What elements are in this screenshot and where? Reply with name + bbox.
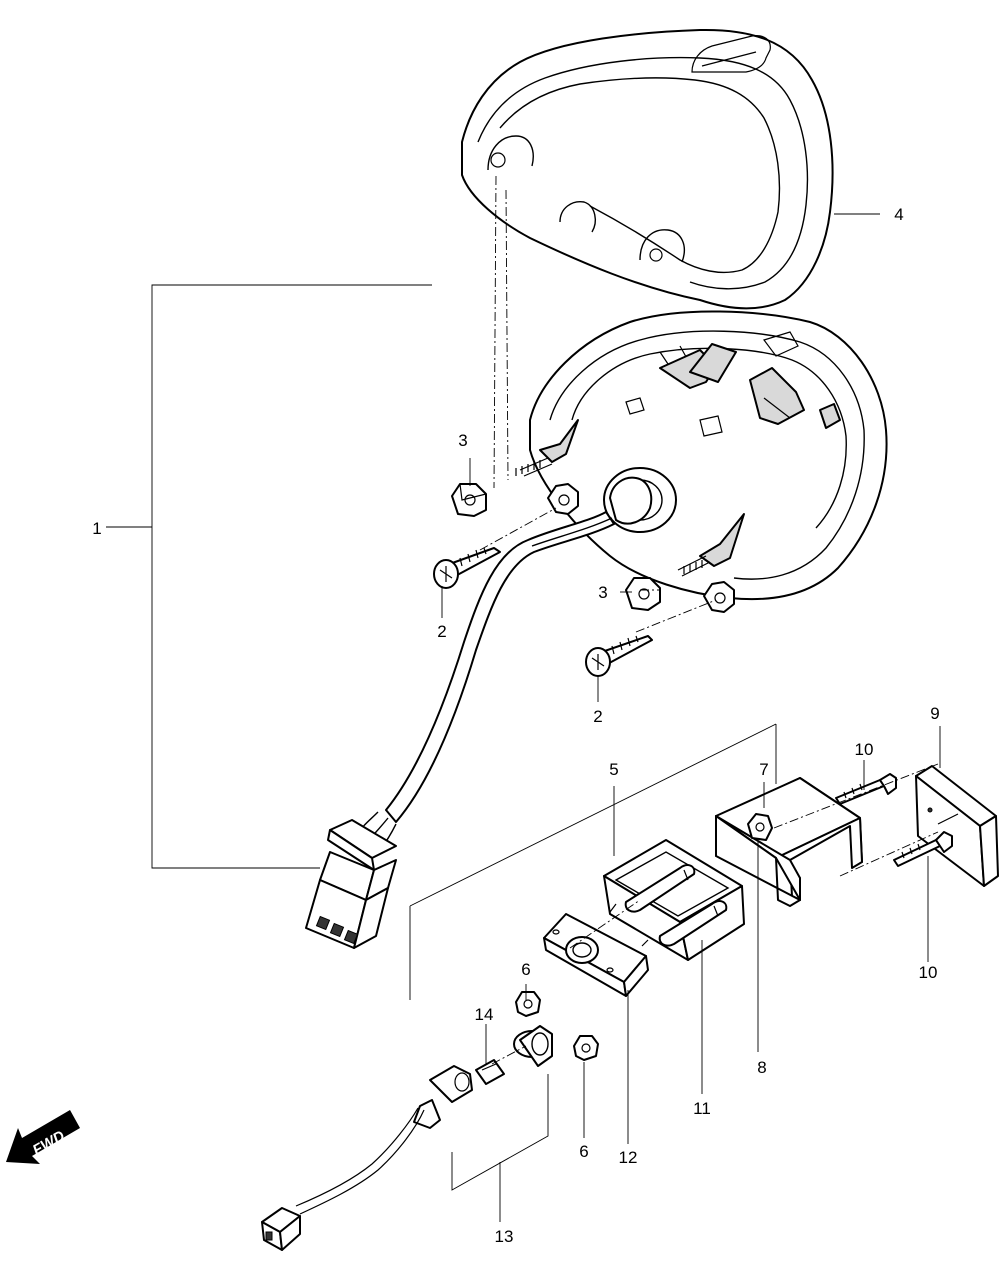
callout-8: 8 xyxy=(757,1058,766,1077)
callout-4: 4 xyxy=(894,205,903,224)
callout-labels: 1 2 2 3 3 4 5 6 6 7 8 9 10 10 11 12 13 1… xyxy=(92,205,939,1246)
callout-9: 9 xyxy=(930,704,939,723)
callout-2-upper: 2 xyxy=(437,622,446,641)
tapping-screw-lower xyxy=(585,635,653,677)
alignment-lines xyxy=(479,175,939,1065)
callout-3-upper: 3 xyxy=(458,431,467,450)
callout-14: 14 xyxy=(475,1005,494,1024)
forward-direction-arrow: FWD xyxy=(6,1110,80,1164)
callout-3-lower: 3 xyxy=(598,583,607,602)
lens-nut-lower xyxy=(573,1035,599,1061)
lens-gasket xyxy=(543,913,649,997)
callout-10-lower: 10 xyxy=(919,963,938,982)
callout-10-upper: 10 xyxy=(855,740,874,759)
callout-1: 1 xyxy=(92,519,101,538)
callout-6-upper: 6 xyxy=(521,960,530,979)
callout-12: 12 xyxy=(619,1148,638,1167)
leader-lines xyxy=(106,213,941,1222)
flange-nut-lower xyxy=(625,577,661,611)
tail-light-harness xyxy=(355,511,615,855)
bracket-bolt-lower xyxy=(893,831,953,867)
flange-nut-upper xyxy=(451,483,487,517)
tail-light-cover xyxy=(461,28,834,310)
callout-13: 13 xyxy=(495,1227,514,1246)
callout-6-lower: 6 xyxy=(579,1142,588,1161)
callout-11: 11 xyxy=(693,1099,711,1118)
lens-nut-upper xyxy=(515,991,541,1017)
bracket-bolt-upper xyxy=(835,773,897,805)
bracket-nut xyxy=(747,813,773,841)
fwd-arrow-icon xyxy=(6,1110,80,1164)
license-reflector xyxy=(915,765,999,887)
callout-2-lower: 2 xyxy=(593,707,602,726)
tail-light-assembly xyxy=(515,310,888,613)
license-light-lens xyxy=(603,839,745,961)
tail-light-connector xyxy=(305,819,397,949)
callout-7: 7 xyxy=(759,760,768,779)
wedge-bulb xyxy=(475,1059,505,1085)
socket-harness xyxy=(261,1065,473,1251)
license-light-socket xyxy=(513,1025,553,1067)
callout-5: 5 xyxy=(609,760,618,779)
tapping-screw-upper xyxy=(433,547,501,589)
